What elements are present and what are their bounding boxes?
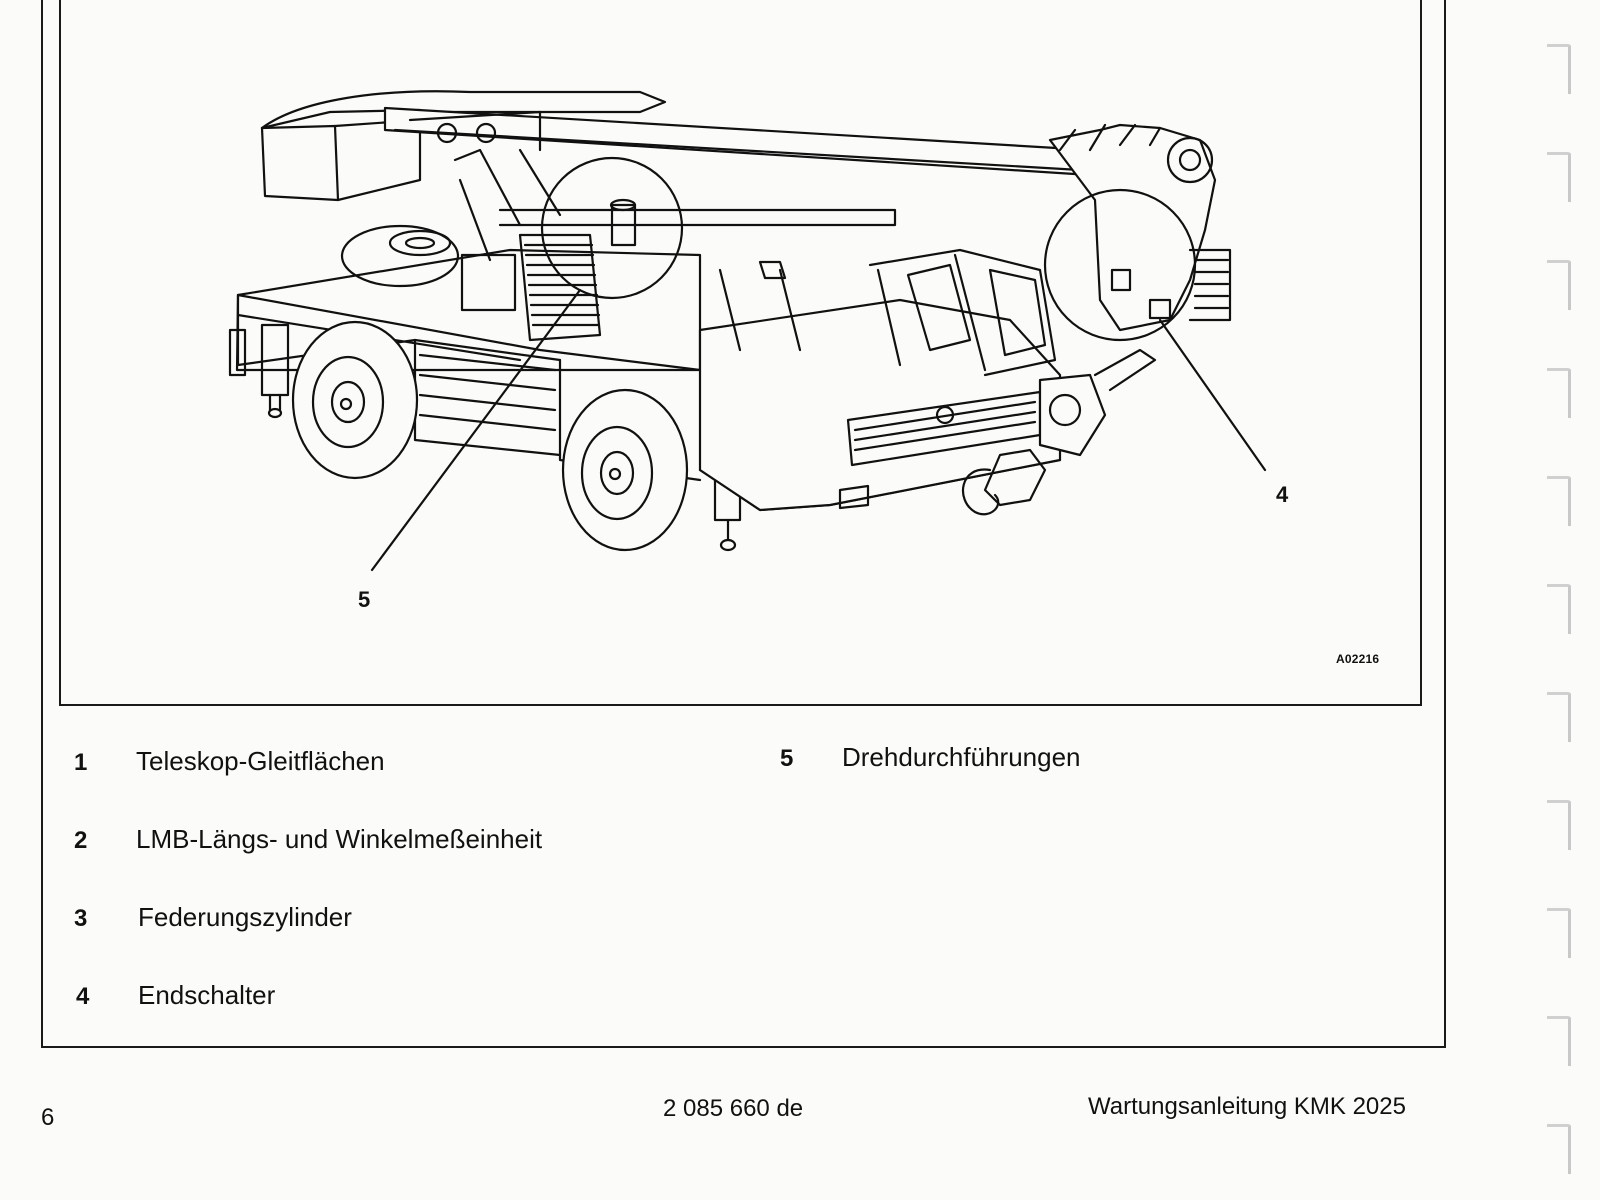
outer-frame [41,0,1446,1048]
tab-mark [1547,152,1571,202]
document-title: Wartungsanleitung KMK 2025 [1088,1093,1406,1120]
detail-circle-5 [540,156,684,300]
legend-item-1-number: 1 [74,749,88,776]
mast [453,148,562,262]
tab-mark [1547,44,1571,94]
cab [698,248,1062,512]
figure-frame [59,0,1422,706]
detail-circle-4 [1043,188,1197,342]
tab-mark [1547,260,1571,310]
tab-mark [1547,368,1571,418]
legend-item-5-text: Drehdurchführungen [842,742,1081,772]
callout-4-label: 4 [1276,482,1289,507]
tab-mark [1547,908,1571,958]
tab-mark [1547,800,1571,850]
legend-item-4-text: Endschalter [138,980,276,1010]
tab-mark [1547,692,1571,742]
rear-wheel [291,320,419,480]
cab-cover [260,90,667,130]
hook-block [961,348,1157,516]
callout-5-label: 5 [358,587,371,612]
tab-mark [1547,476,1571,526]
counterweight [260,108,422,202]
page-number: 6 [41,1104,55,1131]
leader-line-4 [1158,318,1267,472]
leader-line-5 [370,288,582,572]
boom-head [1048,123,1232,332]
legend-item-1-text: Teleskop-Gleitflächen [136,746,385,776]
legend-item-4-number: 4 [76,983,90,1010]
tab-mark [1547,1124,1571,1174]
cooler [460,233,602,342]
legend-item-2-text: LMB-Längs- und Winkelmeßeinheit [136,824,543,854]
legend-item-3-number: 3 [74,905,88,932]
crane-illustration [228,90,1267,572]
legend-item-5-number: 5 [780,745,794,772]
legend-item-2-number: 2 [74,827,88,854]
legend-item-3-text: Federungszylinder [138,902,352,932]
tab-mark [1547,584,1571,634]
tab-mark [1547,1016,1571,1066]
front-wheel [561,388,689,552]
boom [383,106,1092,227]
document-number: 2 085 660 de [663,1095,804,1122]
figure-code: A02216 [1336,652,1380,666]
spare-wheel [340,224,460,288]
